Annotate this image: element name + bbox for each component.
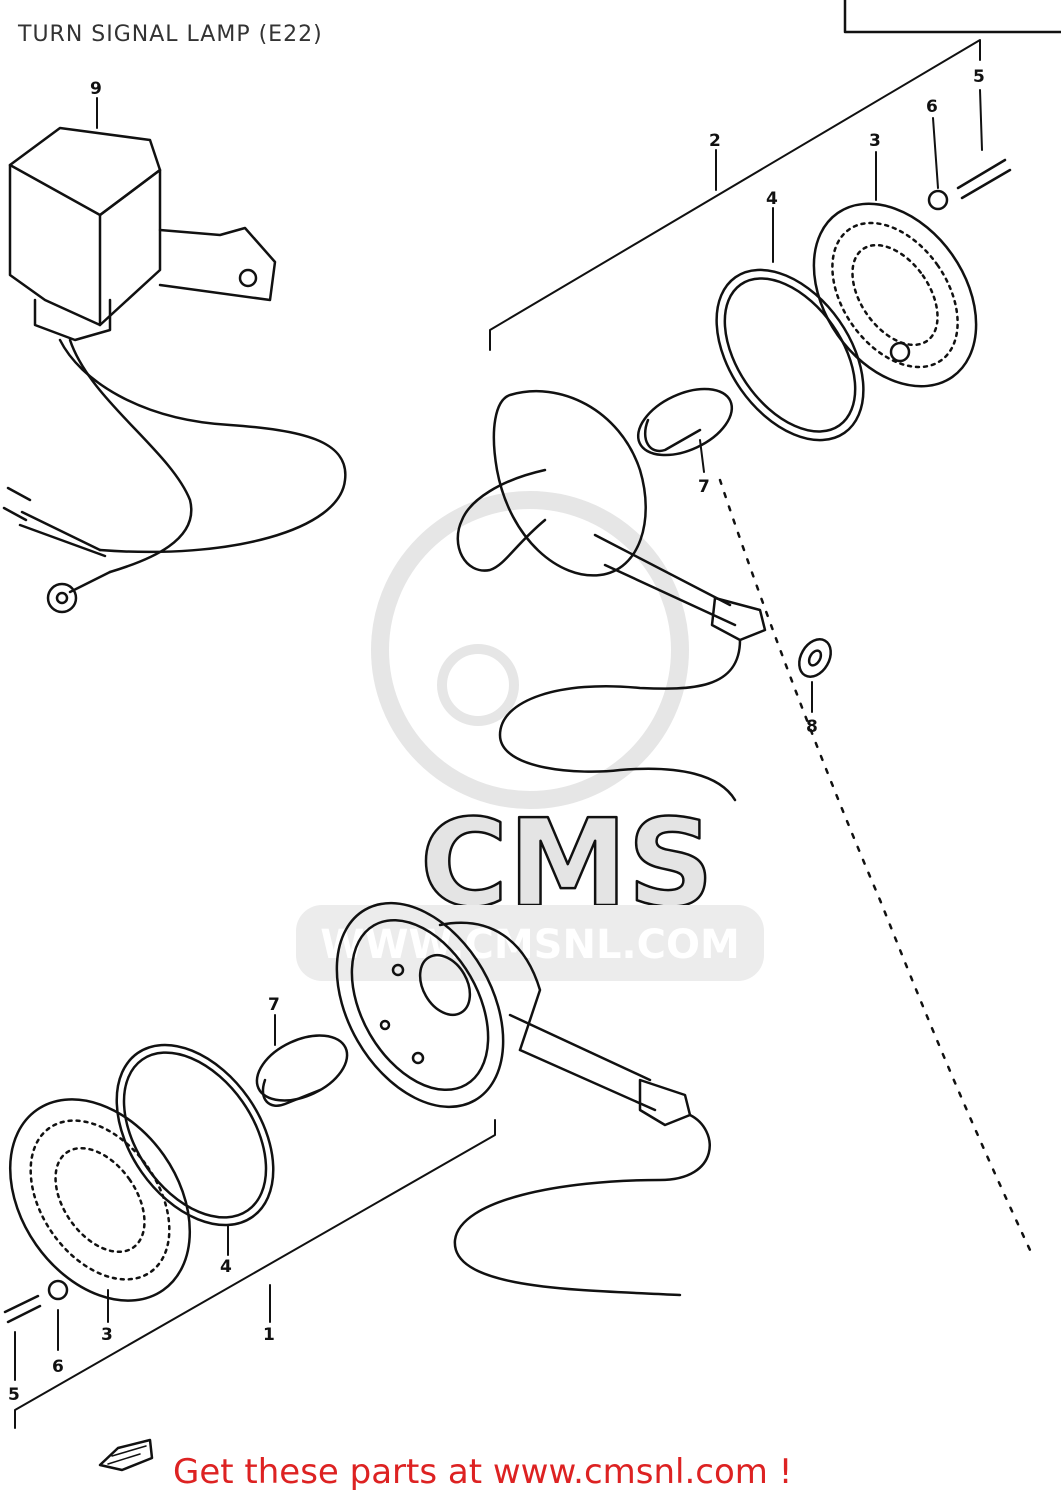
callout-7-lower: 7 [268,995,280,1015]
callout-5-lower: 5 [8,1385,20,1405]
callout-6: 6 [926,97,938,117]
flasher-relay [2,126,347,614]
callout-7: 7 [698,477,710,497]
callout-labels: 9 2 3 6 5 4 7 8 7 4 3 6 5 1 [8,67,985,1405]
lower-lamp-assembly [3,901,711,1324]
diagram-title: TURN SIGNAL LAMP (E22) [18,22,323,47]
upper-lamp-assembly [456,158,1032,1252]
callout-5: 5 [973,67,985,87]
front-arrow-icon [98,1438,154,1472]
callout-1: 1 [263,1325,275,1345]
get-parts-link[interactable]: Get these parts at www.cmsnl.com ! [173,1452,793,1492]
callout-3-lower: 3 [101,1325,113,1345]
watermark-url-text: WWW.CMSNL.COM [320,922,740,968]
cms-watermark: CMS WWW.CMSNL.COM [296,491,764,981]
callout-4-lower: 4 [220,1257,232,1277]
callout-6-lower: 6 [52,1357,64,1377]
callout-8: 8 [806,717,818,737]
callout-3: 3 [869,131,881,151]
callout-2: 2 [709,131,721,151]
reference-box-corner [843,0,1061,34]
leader-lines [14,39,983,1429]
callout-4: 4 [766,189,778,209]
callout-9: 9 [90,79,102,99]
